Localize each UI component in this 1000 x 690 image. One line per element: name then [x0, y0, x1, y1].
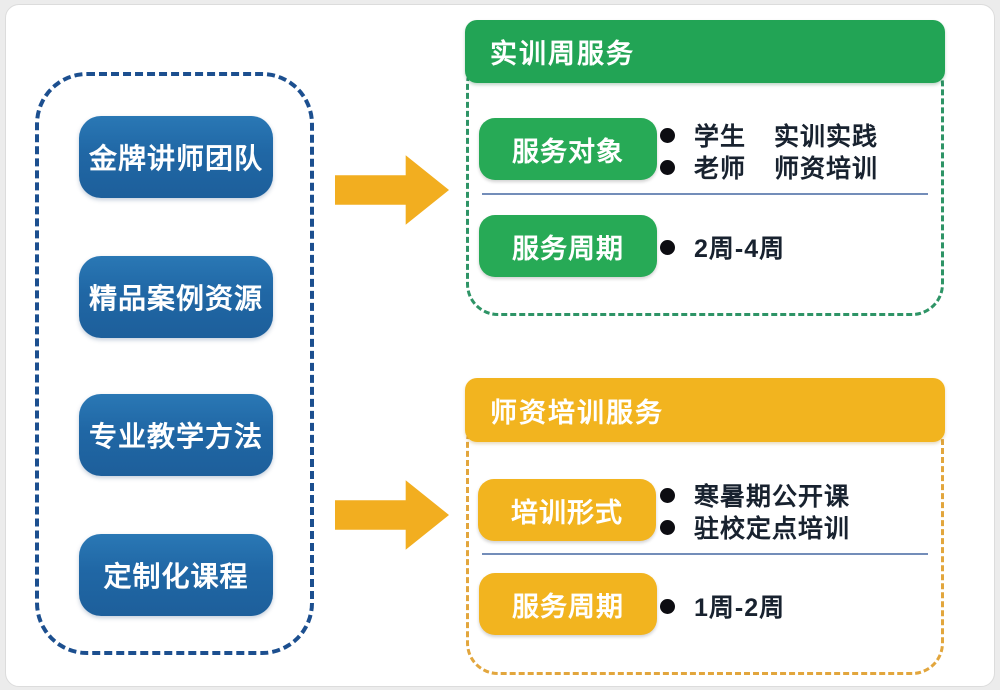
bullet-line: 老师 师资培训: [660, 151, 878, 183]
service-period-bullets: 1周-2周: [660, 590, 785, 622]
row-divider: [482, 553, 928, 555]
service-target-label-box: 服务对象: [479, 118, 657, 180]
training-week-section-header: 实训周服务: [465, 20, 945, 83]
capability-label: 金牌讲师团队: [88, 143, 263, 174]
capability-box-lecturer-team: 金牌讲师团队: [79, 116, 273, 198]
capability-label: 专业教学方法: [88, 421, 263, 452]
bullet-text: 师资培训: [774, 155, 879, 183]
bullet-line: 寒暑期公开课: [660, 479, 850, 511]
capability-box-teaching-methods: 专业教学方法: [79, 394, 273, 476]
capabilities-group-border: [35, 72, 314, 655]
row-label: 服务周期: [512, 233, 624, 264]
teacher-training-section-header: 师资培训服务: [465, 378, 945, 442]
bullet-line: 驻校定点培训: [660, 511, 850, 543]
bullet-text: 驻校定点培训: [694, 515, 851, 543]
bullet-text: 1周-2周: [694, 594, 786, 622]
bullet-line: 2周-4周: [660, 231, 785, 263]
training-form-bullets: 寒暑期公开课 驻校定点培训: [660, 479, 850, 543]
capability-label: 定制化课程: [103, 561, 249, 592]
bullet-line: 1周-2周: [660, 590, 785, 622]
service-target-bullets: 学生 实训实践 老师 师资培训: [660, 119, 878, 183]
capability-box-custom-courses: 定制化课程: [79, 534, 273, 616]
row-divider: [482, 193, 928, 195]
service-period-bullets: 2周-4周: [660, 231, 785, 263]
capability-label: 精品案例资源: [88, 283, 263, 314]
bullet-dot-icon: [660, 239, 675, 255]
bullet-dot-icon: [660, 127, 675, 143]
bullet-text: 寒暑期公开课: [694, 483, 851, 511]
section-title: 师资培训服务: [490, 397, 664, 428]
bullet-dot-icon: [660, 598, 675, 614]
service-period-label-box: 服务周期: [479, 215, 657, 277]
bullet-line: 学生 实训实践: [660, 119, 878, 151]
bullet-dot-icon: [660, 159, 675, 175]
row-label: 服务对象: [512, 136, 624, 167]
training-form-label-box: 培训形式: [478, 479, 656, 541]
row-label: 培训形式: [511, 497, 623, 528]
section-title: 实训周服务: [490, 39, 635, 69]
service-period-label-box: 服务周期: [479, 573, 657, 635]
bullet-dot-icon: [660, 487, 675, 503]
bullet-text: 学生: [694, 123, 747, 151]
capability-box-case-resources: 精品案例资源: [79, 256, 273, 338]
bullet-text: 实训实践: [774, 123, 879, 151]
row-label: 服务周期: [512, 591, 624, 622]
bullet-text: 老师: [694, 155, 747, 183]
bullet-text: 2周-4周: [694, 235, 786, 263]
bullet-dot-icon: [660, 519, 675, 535]
